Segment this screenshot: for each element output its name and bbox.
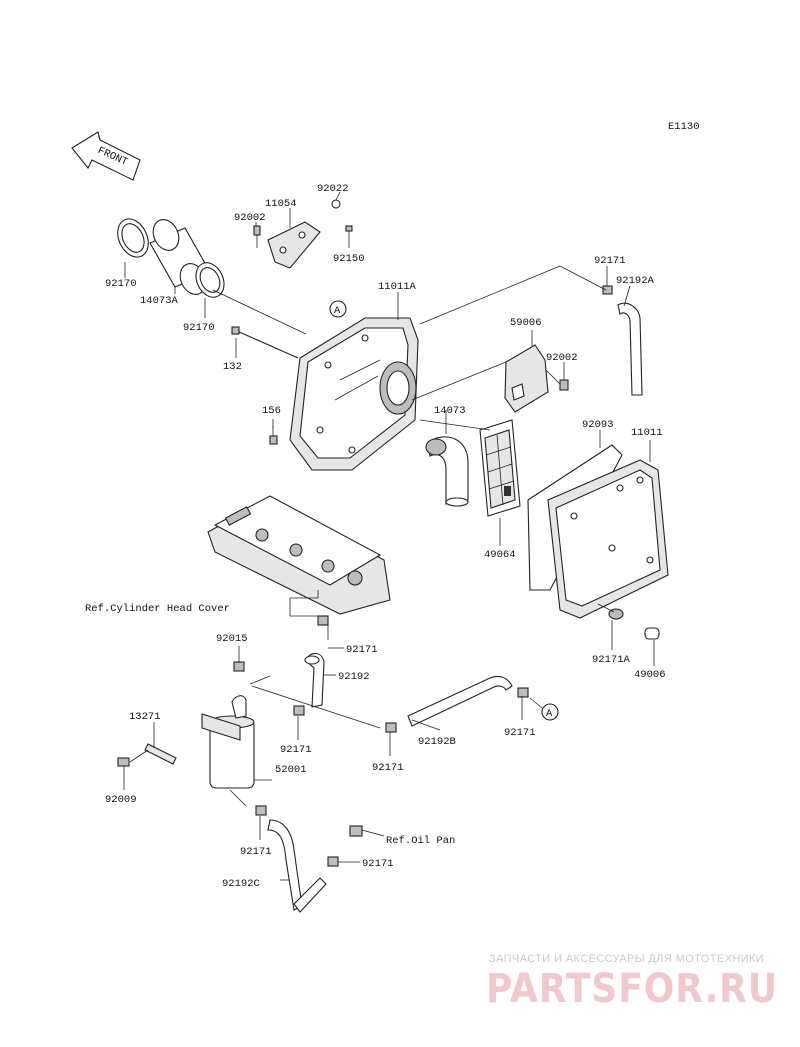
- watermark-tagline: ЗАПЧАСТИ И АКСЕССУАРЫ ДЛЯ МОТОТЕХНИКИ: [489, 953, 764, 965]
- label-11011A: 11011A: [378, 281, 417, 293]
- label-11011: 11011: [631, 427, 663, 439]
- clamp-92170-lower: [195, 262, 225, 298]
- hose-92192: [304, 652, 325, 708]
- label-92171-oil: 92171: [362, 858, 394, 870]
- clamp-92171-right: [517, 687, 529, 698]
- clamp-92170-upper: [117, 218, 149, 258]
- callout-a-bottom: A: [541, 703, 559, 721]
- label-92170-lower: 92170: [183, 322, 215, 334]
- label-92150: 92150: [333, 253, 365, 265]
- label-156: 156: [262, 405, 281, 417]
- label-92022: 92022: [317, 183, 349, 195]
- label-92171-mid: 92171: [372, 762, 404, 774]
- bolt-132: [231, 326, 299, 359]
- clamp-92171-tank: [293, 705, 305, 716]
- label-92192: 92192: [338, 671, 370, 683]
- washer-92022: [331, 199, 341, 209]
- bolt-92002-upper: [253, 225, 261, 248]
- cylinder-head-cover: [207, 495, 391, 615]
- plate-13271: [144, 743, 177, 765]
- bracket-11054: [267, 221, 321, 269]
- label-92015: 92015: [216, 633, 248, 645]
- label-49064: 49064: [484, 549, 516, 561]
- label-ref-cylinder-head-cover: Ref.Cylinder Head Cover: [85, 603, 230, 615]
- label-92171A: 92171A: [592, 654, 631, 666]
- nut-92015: [233, 661, 245, 672]
- label-92192C: 92192C: [222, 878, 260, 890]
- element-49064: [479, 419, 521, 517]
- case-11011: [547, 459, 669, 619]
- housing-11011A: [289, 317, 419, 471]
- label-92171-tank: 92171: [280, 744, 312, 756]
- bolt-92002-right: [559, 379, 569, 391]
- label-11054: 11054: [265, 198, 297, 210]
- part-labels: E1130 92022 11054 92002 92150 92170 1407…: [85, 121, 700, 890]
- label-132: 132: [223, 361, 242, 373]
- label-92170-upper: 92170: [105, 278, 137, 290]
- cap-49006: [644, 627, 660, 640]
- callout-a-top: A: [329, 300, 347, 318]
- clamp-92171-oil: [327, 856, 339, 867]
- label-92009: 92009: [105, 794, 137, 806]
- label-92171-top: 92171: [594, 255, 626, 267]
- hose-92192C: [267, 819, 327, 913]
- hose-92192A: [617, 302, 643, 396]
- label-14073: 14073: [434, 405, 466, 417]
- callout-a-top-label: A: [334, 305, 341, 317]
- label-92171-cyl: 92171: [346, 644, 378, 656]
- tank-52001: [201, 695, 255, 807]
- label-49006: 49006: [634, 669, 666, 681]
- label-92093: 92093: [582, 419, 614, 431]
- label-92002-upper: 92002: [234, 212, 266, 224]
- label-92192B: 92192B: [418, 736, 456, 748]
- elbow-14073: [425, 436, 469, 507]
- plate-59006: [504, 344, 549, 413]
- watermark-logo: PARTSFOR.RU: [486, 966, 778, 1012]
- watermark: ЗАПЧАСТИ И АКСЕССУАРЫ ДЛЯ МОТОТЕХНИКИ PA…: [486, 953, 778, 1012]
- fitting-oil-pan: [349, 825, 363, 837]
- bolt-92150: [345, 225, 353, 241]
- clamp-92171-mid: [385, 722, 397, 733]
- diagram-code: E1130: [668, 121, 700, 133]
- label-ref-oil-pan: Ref.Oil Pan: [386, 835, 455, 847]
- hose-92192B: [407, 675, 513, 727]
- label-92002-right: 92002: [546, 352, 578, 364]
- label-14073A: 14073A: [140, 295, 179, 307]
- clamp-92171-tank-bottom: [255, 805, 267, 816]
- bolt-92009: [117, 757, 130, 767]
- leader-lines: [123, 191, 655, 881]
- callout-a-bottom-label: A: [546, 708, 553, 720]
- bolt-156: [269, 426, 278, 445]
- label-59006: 59006: [510, 317, 542, 329]
- label-13271: 13271: [129, 711, 161, 723]
- label-92171-right: 92171: [504, 727, 536, 739]
- label-92192A: 92192A: [616, 275, 655, 287]
- clamp-92171-top: [602, 285, 613, 295]
- label-92171-tank-bottom: 92171: [240, 846, 272, 858]
- nipple-92171-cyl: [317, 615, 329, 626]
- label-52001: 52001: [275, 764, 307, 776]
- front-arrow-icon: FRONT: [71, 131, 141, 181]
